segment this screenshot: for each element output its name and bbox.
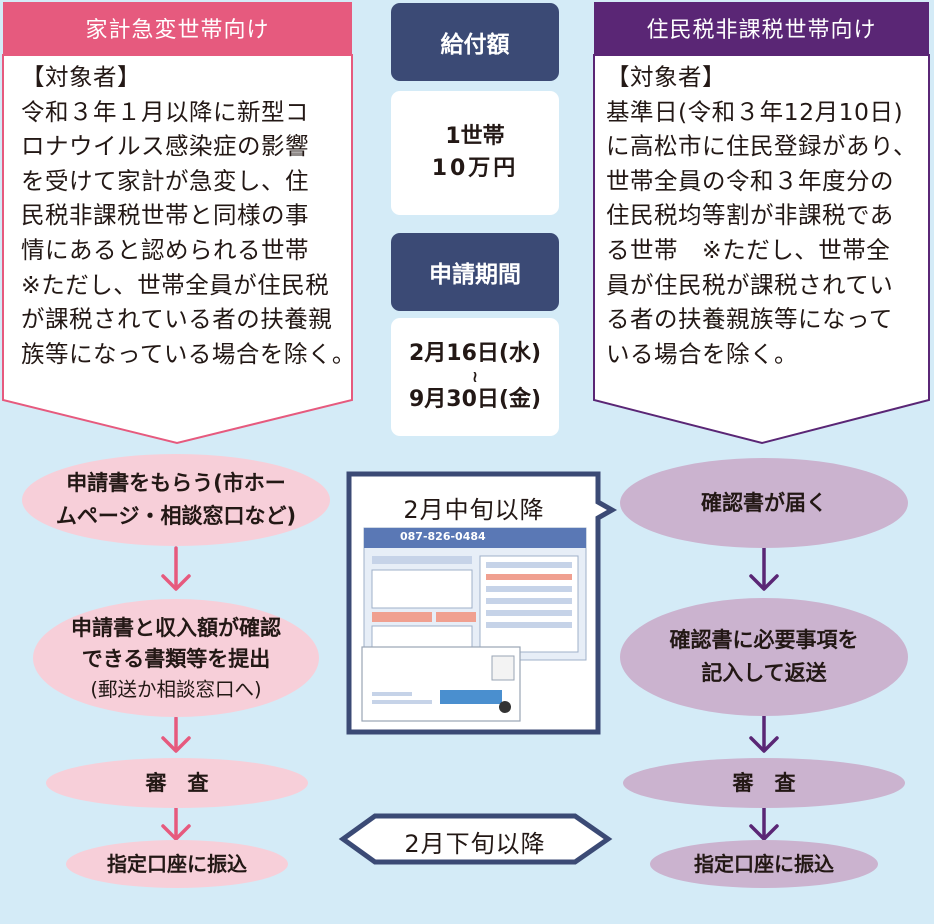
- left-arrow-3: [161, 806, 191, 841]
- left-panel-frame: [2, 54, 353, 445]
- left-step-submit: 申請書と収入額が確認 できる書類等を提出 (郵送か相談窓口へ): [33, 599, 319, 717]
- left-panel-body: 【対象者】 令和３年１月以降に新型コ ロナウイルス感染症の影響 を受けて家計が急…: [21, 63, 356, 368]
- right-arrow-3: [749, 806, 779, 841]
- left-arrow-1: [161, 546, 191, 591]
- thumbnail-phone: 087-826-0484: [400, 530, 486, 543]
- right-step-transfer: 指定口座に振込: [650, 840, 878, 888]
- period-start: 2月16日(水): [408, 341, 542, 366]
- period-end: 9月30日(金): [408, 387, 542, 412]
- right-panel-header: 住民税非課税世帯向け: [594, 2, 929, 54]
- callout-bottom-text: 2月下旬以降: [404, 830, 546, 858]
- right-panel-frame: [593, 54, 930, 445]
- right-arrow-2: [749, 713, 779, 753]
- amount-households: 1世帯: [445, 124, 505, 149]
- left-arrow-2: [161, 716, 191, 753]
- right-step-receive: 確認書が届く: [620, 458, 908, 548]
- callout-top-text: 2月中旬以降: [403, 496, 545, 524]
- amount-label: 給付額: [391, 3, 559, 81]
- right-step-return: 確認書に必要事項を 記入して返送: [620, 598, 908, 716]
- left-step-submit-line2: できる書類等を提出: [81, 646, 271, 671]
- left-step-review: 審 査: [46, 758, 308, 808]
- left-step-transfer: 指定口座に振込: [66, 840, 288, 888]
- period-separator: ≀: [472, 367, 478, 386]
- amount-value: 10万円: [431, 156, 519, 181]
- left-panel-header: 家計急変世帯向け: [3, 2, 352, 54]
- callout-bottom-frame: [338, 813, 613, 865]
- amount-box: 1世帯 10万円: [391, 91, 559, 215]
- period-label: 申請期間: [391, 233, 559, 311]
- period-box: 2月16日(水) ≀ 9月30日(金): [391, 318, 559, 436]
- right-panel-body: 【対象者】 基準日(令和３年12月10日) に高松市に住民登録があり、 世帯全員…: [606, 63, 918, 368]
- left-step-submit-line1: 申請書と収入額が確認: [71, 615, 281, 640]
- right-step-review: 審 査: [623, 758, 905, 808]
- left-step-submit-note: (郵送か相談窓口へ): [90, 677, 262, 701]
- left-step-get-form: 申請書をもらう(市ホー ムページ・相談窓口など): [22, 454, 330, 546]
- form-thumbnail: [361, 527, 587, 722]
- right-arrow-1: [749, 546, 779, 591]
